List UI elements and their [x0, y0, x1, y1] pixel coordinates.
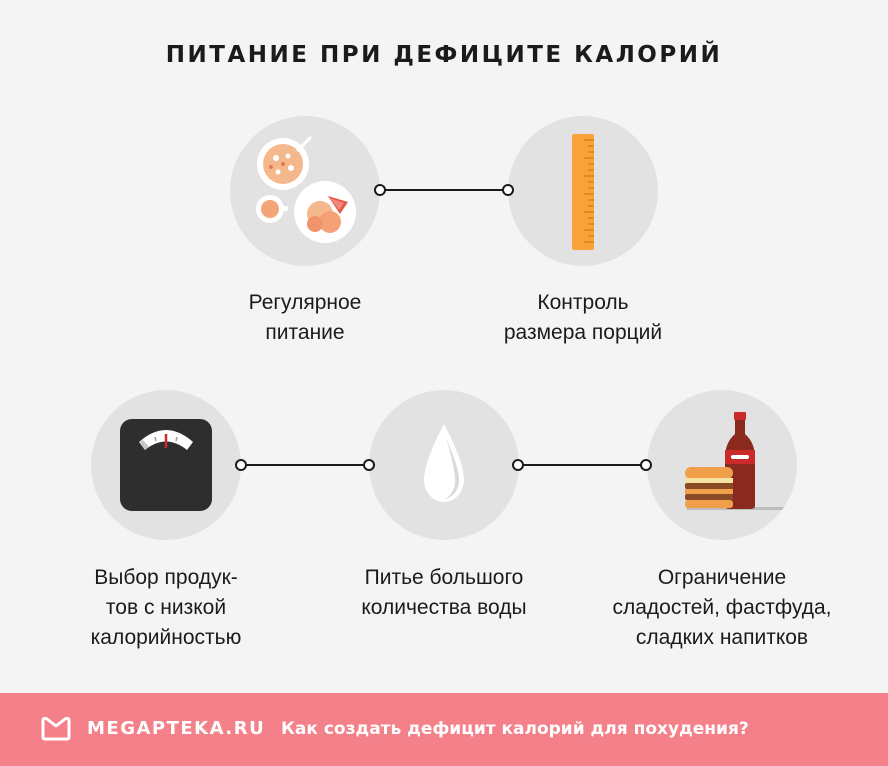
meal-plates-icon [256, 136, 356, 243]
label-drink-water: Питье большого количества воды [361, 566, 527, 619]
label-portion-control: Контроль размера порций [503, 291, 663, 344]
connector-bottom-right [521, 464, 645, 466]
water-drop-icon [424, 424, 464, 502]
brand-name[interactable]: MEGAPTEKA.RU [87, 718, 266, 739]
scale-circle [91, 390, 241, 540]
connector-dot [363, 459, 375, 471]
connector-bottom-left [244, 464, 368, 466]
megapteka-logo-icon [41, 716, 71, 741]
meal-circle [230, 116, 380, 266]
fastfood-circle [647, 390, 797, 540]
connector-top [383, 189, 507, 191]
connector-dot [235, 459, 247, 471]
page-title: ПИТАНИЕ ПРИ ДЕФИЦИТЕ КАЛОРИЙ [165, 42, 723, 68]
connector-dot [502, 184, 514, 196]
label-regular-meals: Регулярное питание [248, 291, 362, 344]
label-low-calorie-food: Выбор продук- тов с низкой калорийностью [90, 566, 242, 649]
ruler-icon [572, 134, 594, 250]
label-limit-sweets: Ограничение сладостей, фастфуда, сладких… [612, 566, 832, 649]
water-circle [369, 390, 519, 540]
scale-icon [120, 419, 212, 511]
footer-bar: MEGAPTEKA.RU Как создать дефицит калорий… [0, 693, 888, 766]
footer-tagline: Как создать дефицит калорий для похудени… [281, 719, 749, 739]
connector-dot [640, 459, 652, 471]
connector-dot [374, 184, 386, 196]
fastfood-soda-icon [685, 412, 797, 510]
connector-dot [512, 459, 524, 471]
ruler-circle [508, 116, 658, 266]
